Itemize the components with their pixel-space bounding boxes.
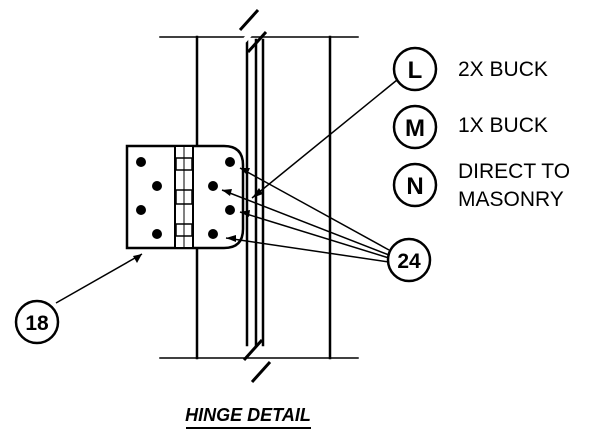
arrowhead-18 bbox=[133, 254, 142, 263]
arrowhead-24-c bbox=[240, 210, 250, 217]
leader-24-c bbox=[239, 211, 390, 259]
callout-N: N DIRECT TO MASONRY bbox=[392, 160, 570, 211]
screw-hole bbox=[208, 181, 218, 191]
leader-24-a bbox=[239, 167, 390, 251]
callout-bubble bbox=[392, 162, 438, 208]
break-symbol-bottom bbox=[242, 338, 272, 384]
arrowhead-L bbox=[252, 188, 263, 198]
detail-title-text: HINGE DETAIL bbox=[185, 405, 311, 425]
callout-24: 24 bbox=[386, 237, 432, 283]
screw-hole bbox=[136, 157, 146, 167]
callout-bubble bbox=[14, 299, 60, 345]
arrowheads bbox=[133, 168, 263, 263]
callout-text-L: 2X BUCK bbox=[458, 58, 548, 81]
callout-L: L 2X BUCK bbox=[392, 46, 548, 92]
leader-lines bbox=[55, 79, 398, 304]
leader-L bbox=[251, 79, 398, 199]
arrowhead-24-d bbox=[226, 235, 236, 242]
callout-text-N-line2: MASONRY bbox=[458, 188, 564, 211]
screw-hole bbox=[225, 205, 235, 215]
screw-hole bbox=[152, 229, 162, 239]
callout-letter-L: L bbox=[408, 57, 423, 84]
callout-bubble bbox=[392, 46, 438, 92]
detail-title: HINGE DETAIL bbox=[185, 405, 311, 429]
callout-letter-M: M bbox=[405, 115, 425, 142]
arrowhead-24-b bbox=[222, 189, 232, 196]
callout-letter-N: N bbox=[406, 173, 423, 200]
callout-bubble bbox=[386, 237, 432, 283]
screw-hole bbox=[208, 229, 218, 239]
callout-18: 18 bbox=[14, 299, 60, 345]
arrowhead-24-a bbox=[240, 168, 250, 175]
leader-18 bbox=[55, 253, 143, 304]
callout-number-24: 24 bbox=[397, 250, 421, 273]
callout-number-18: 18 bbox=[25, 312, 49, 335]
hinge bbox=[125, 144, 245, 250]
leader-24-d bbox=[225, 237, 390, 263]
callout-M: M 1X BUCK bbox=[392, 104, 548, 150]
screw-hole bbox=[225, 157, 235, 167]
leader-24-b bbox=[221, 189, 390, 256]
callout-text-M: 1X BUCK bbox=[458, 114, 548, 137]
break-symbol-top bbox=[238, 8, 268, 54]
callout-bubble bbox=[392, 104, 438, 150]
screw-hole bbox=[136, 205, 146, 215]
screw-hole bbox=[152, 181, 162, 191]
callout-text-N-line1: DIRECT TO bbox=[458, 160, 570, 183]
